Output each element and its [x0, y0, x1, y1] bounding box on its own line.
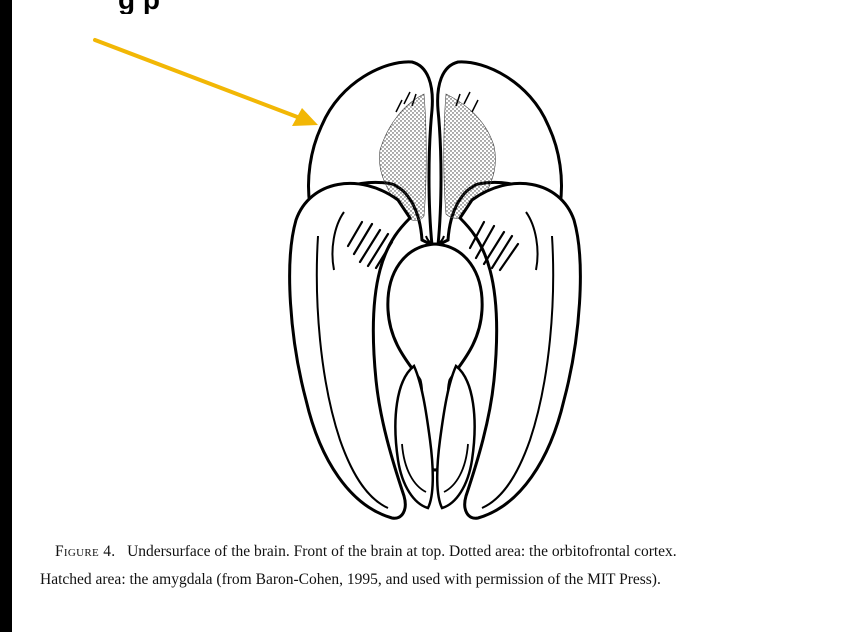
figure-caption: Figure 4. Undersurface of the brain. Fro…: [40, 538, 840, 594]
caption-line-1: Figure 4. Undersurface of the brain. Fro…: [40, 538, 840, 566]
pointer-arrow: [95, 40, 318, 126]
caption-line-1-text: Undersurface of the brain. Front of the …: [127, 543, 677, 560]
left-temporal-lobe: [290, 183, 410, 518]
caption-line-2: Hatched area: the amygdala (from Baron-C…: [40, 566, 840, 594]
figure-label: Figure 4.: [55, 543, 115, 560]
